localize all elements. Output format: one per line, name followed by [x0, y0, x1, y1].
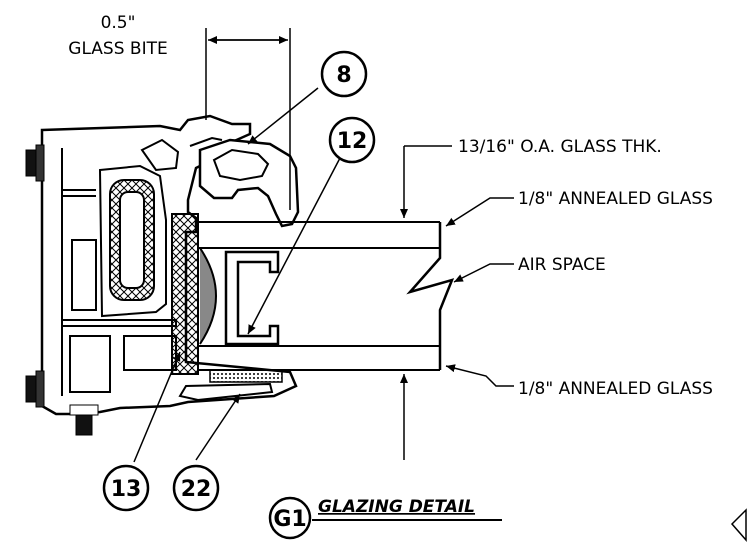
detail-title: G1 GLAZING DETAIL	[268, 496, 502, 540]
sealant-bead	[199, 247, 217, 345]
dimension-value: 0.5"	[101, 13, 136, 33]
anchor-pins	[25, 144, 99, 436]
insulated-glass-unit	[197, 221, 455, 371]
glass-bottom-label: 1/8" ANNEALED GLASS	[518, 379, 713, 399]
thermal-break	[109, 179, 155, 301]
air-space-label: AIR SPACE	[518, 255, 606, 275]
section-mark-fragment	[730, 508, 747, 542]
callout-bubble-22: 22	[172, 464, 220, 512]
glass-leaders	[445, 197, 514, 387]
glazing-tape	[209, 369, 283, 383]
dimension-label: GLASS BITE	[68, 39, 167, 59]
svg-text:12: 12	[337, 129, 368, 154]
callout-bubble-8: 8	[320, 50, 368, 98]
overall-thickness-label: 13/16" O.A. GLASS THK.	[458, 137, 662, 157]
glass-bite-dimension	[205, 28, 291, 210]
detail-id: G1	[273, 507, 306, 532]
svg-text:13: 13	[111, 477, 142, 502]
detail-title-text: GLAZING DETAIL	[318, 497, 475, 517]
glass-top-label: 1/8" ANNEALED GLASS	[518, 189, 713, 209]
svg-text:8: 8	[336, 63, 351, 88]
setting-block	[171, 213, 199, 375]
glazing-gasket-top	[198, 138, 300, 228]
callout-bubble-12: 12	[328, 116, 376, 164]
overall-thickness-dimension	[400, 145, 452, 460]
callout-bubble-13: 13	[102, 464, 150, 512]
callout-leaders	[133, 87, 341, 463]
svg-text:22: 22	[181, 477, 212, 502]
